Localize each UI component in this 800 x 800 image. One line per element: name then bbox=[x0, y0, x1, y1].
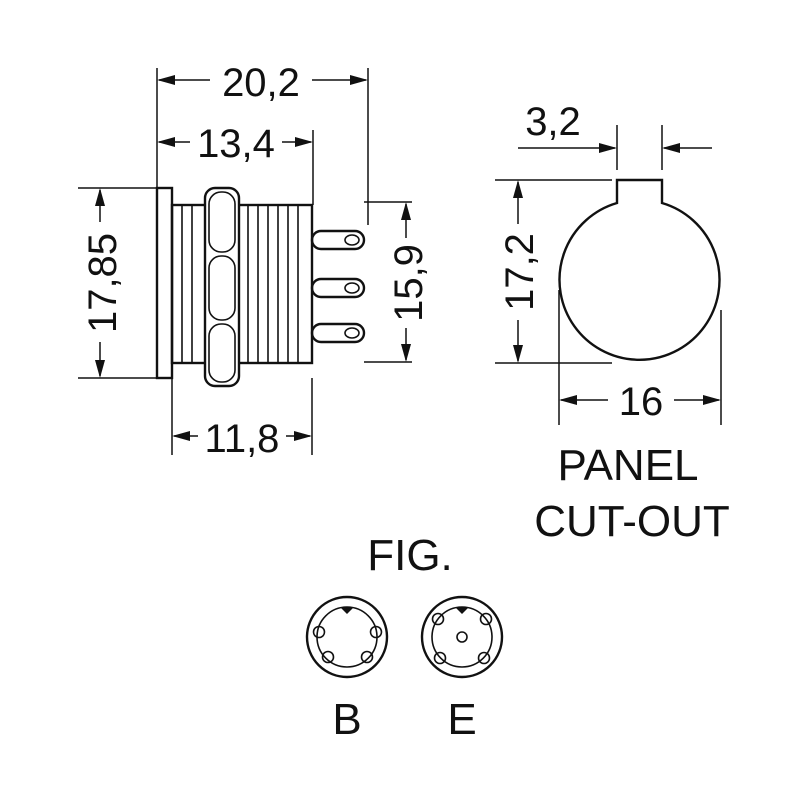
socket-variant-b bbox=[305, 595, 389, 679]
label-cutout-diameter: 16 bbox=[619, 380, 664, 424]
dim-thread-length: 11,8 bbox=[172, 417, 312, 461]
dim-pin-span: 15,9 bbox=[387, 202, 431, 362]
label-variant-b: B bbox=[332, 695, 361, 744]
dim-flange-height: 17,85 bbox=[81, 188, 125, 378]
dim-key-width: 3,2 bbox=[518, 100, 712, 153]
label-key-width: 3,2 bbox=[525, 100, 581, 144]
label-variant-e: E bbox=[447, 695, 476, 744]
dim-cutout-diameter: 16 bbox=[559, 380, 721, 424]
label-thread-length: 11,8 bbox=[205, 417, 280, 461]
body-ribs bbox=[181, 205, 299, 363]
panel-label: PANEL bbox=[557, 441, 698, 490]
connector-side-view: 20,2 13,4 17,85 15,9 bbox=[78, 61, 431, 461]
cutout-extension-lines bbox=[495, 125, 722, 425]
label-overall-length: 20,2 bbox=[222, 61, 300, 105]
label-pin-span: 15,9 bbox=[387, 244, 431, 322]
panel-cutout-view: 3,2 17,2 16 PANEL CUT-OUT bbox=[495, 100, 730, 546]
dim-cutout-height: 17,2 bbox=[498, 180, 542, 363]
hex-nut bbox=[203, 186, 241, 388]
dim-overall-length: 20,2 bbox=[157, 61, 368, 105]
dim-body-length: 13,4 bbox=[157, 122, 313, 166]
solder-pins bbox=[310, 229, 366, 344]
socket-variant-e bbox=[420, 595, 504, 679]
connector-body bbox=[170, 203, 314, 365]
label-body-length: 13,4 bbox=[197, 122, 275, 166]
label-flange-height: 17,85 bbox=[81, 233, 125, 333]
cutout-outline bbox=[558, 178, 721, 361]
figure-title: FIG. bbox=[367, 531, 453, 580]
label-cutout-height: 17,2 bbox=[498, 233, 542, 311]
figure-variants: FIG. B E bbox=[305, 531, 504, 744]
front-flange bbox=[155, 186, 174, 380]
cutout-label: CUT-OUT bbox=[534, 497, 730, 546]
extension-lines bbox=[78, 68, 412, 455]
